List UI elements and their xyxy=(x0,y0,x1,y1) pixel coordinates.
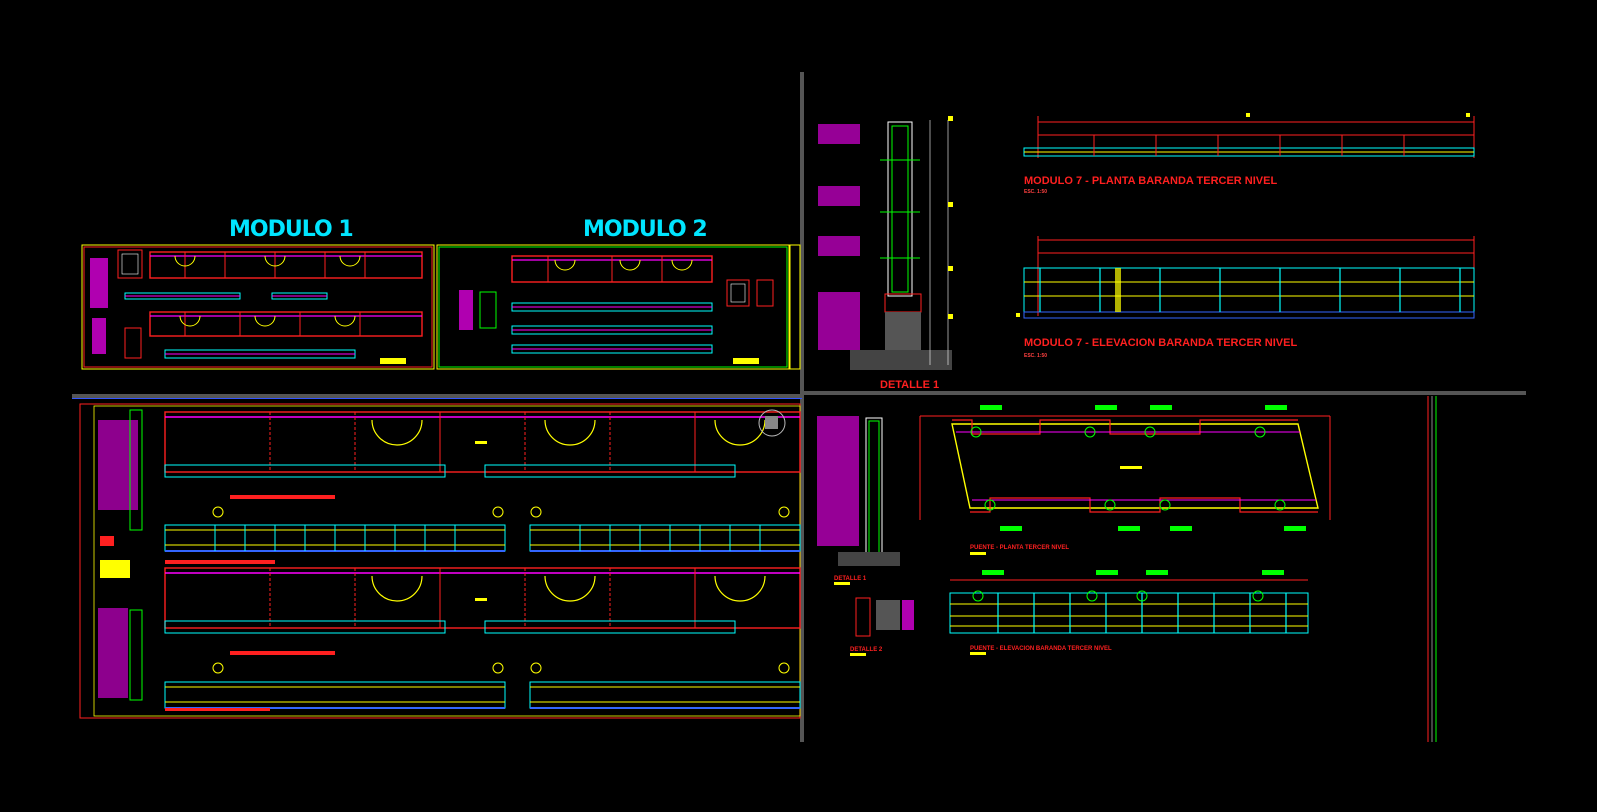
modulo-1-sheet-content xyxy=(90,249,423,364)
lower-elevation-row xyxy=(164,662,801,711)
puente-planta: PUENTE - PLANTA TERCER NIVEL xyxy=(919,405,1331,555)
puente-elevacion-title: PUENTE - ELEVACION BARANDA TERCER NIVEL xyxy=(970,646,1112,652)
planta-title: MODULO 7 - PLANTA BARANDA TERCER NIVEL xyxy=(1024,175,1277,187)
modulo-7-planta: MODULO 7 - PLANTA BARANDA TERCER NIVEL E… xyxy=(1023,113,1475,195)
elevacion-scale: ESC. 1:50 xyxy=(1024,353,1047,359)
detalle-1-label: DETALLE 1 xyxy=(880,379,939,391)
modulo-sheets-viewport: MODULO 1 MODULO 2 xyxy=(81,217,801,370)
puente-viewport: DETALLE 1 DETALLE 2 xyxy=(817,405,1331,656)
puente-detalle-1: DETALLE 1 xyxy=(817,416,900,585)
view-cube-icon[interactable] xyxy=(765,416,778,429)
modulo-7-elevacion: MODULO 7 - ELEVACION BARANDA TERCER NIVE… xyxy=(1016,236,1475,359)
detalle-1-drawing: DETALLE 1 xyxy=(818,116,953,391)
modulo-2-sheet-content xyxy=(459,255,774,364)
lower-plan-row xyxy=(164,567,801,655)
viewport-dividers[interactable] xyxy=(72,72,1526,742)
upper-plan-row xyxy=(164,411,801,499)
detalle-2-small-label: DETALLE 2 xyxy=(850,647,883,653)
detalle-1-small-label: DETALLE 1 xyxy=(834,576,867,582)
detalle-viewport: DETALLE 1 MODULO 7 - PLANTA BARANDA TERC… xyxy=(818,113,1475,391)
modulo-2-title: MODULO 2 xyxy=(583,217,707,242)
puente-planta-title: PUENTE - PLANTA TERCER NIVEL xyxy=(970,545,1069,551)
puente-elevacion: PUENTE - ELEVACION BARANDA TERCER NIVEL xyxy=(949,570,1309,655)
puente-detalle-2: DETALLE 2 xyxy=(850,597,914,656)
upper-elevation-row xyxy=(164,506,801,564)
elevacion-title: MODULO 7 - ELEVACION BARANDA TERCER NIVE… xyxy=(1024,337,1297,349)
modulo-1-title: MODULO 1 xyxy=(229,217,353,242)
modulo-plan-viewport xyxy=(79,403,801,719)
planta-scale: ESC. 1:50 xyxy=(1024,189,1047,195)
